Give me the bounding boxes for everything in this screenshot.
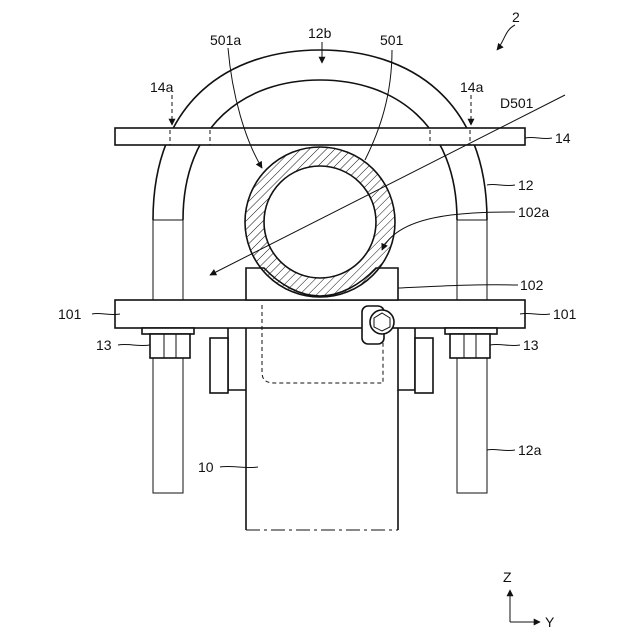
label-post: 10 bbox=[198, 459, 214, 475]
label-crossbar: 14 bbox=[555, 130, 571, 146]
axis-y-label: Y bbox=[545, 614, 555, 630]
pipe bbox=[245, 147, 395, 297]
label-nut-left: 13 bbox=[96, 337, 112, 353]
label-notch-left: 14a bbox=[150, 79, 174, 95]
label-seat-surface: 102a bbox=[518, 204, 549, 220]
label-thread: 12a bbox=[518, 442, 542, 458]
label-ubolt: 12 bbox=[518, 177, 534, 193]
label-notch-right: 14a bbox=[460, 79, 484, 95]
nut-left bbox=[142, 328, 194, 358]
crossbar bbox=[115, 128, 525, 145]
label-nut-right: 13 bbox=[523, 337, 539, 353]
label-pipe: 501 bbox=[380, 32, 404, 48]
label-flange-right: 101 bbox=[553, 306, 577, 322]
label-ubolt-top: 12b bbox=[308, 25, 332, 41]
label-seat: 102 bbox=[520, 277, 544, 293]
label-flange-left: 101 bbox=[58, 306, 82, 322]
axes-indicator: Z Y bbox=[503, 569, 555, 630]
set-screw bbox=[362, 306, 394, 344]
post bbox=[246, 390, 398, 530]
label-figure-number: 2 bbox=[512, 9, 520, 25]
axis-z-label: Z bbox=[503, 569, 512, 585]
nut-right bbox=[445, 328, 497, 358]
label-diameter: D501 bbox=[500, 95, 534, 111]
label-pipe-wall: 501a bbox=[210, 32, 241, 48]
